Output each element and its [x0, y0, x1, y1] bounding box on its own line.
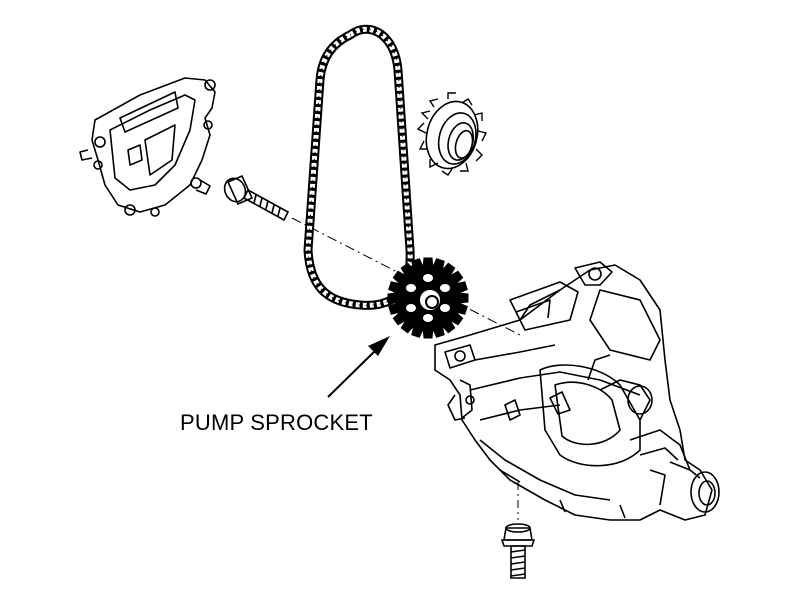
arrow-icon — [327, 336, 390, 398]
oil-pump-housing — [434, 261, 720, 521]
pump-sprocket-label: PUMP SPROCKET — [180, 410, 373, 435]
chain-guide-cover — [79, 77, 216, 217]
pump-sprocket — [387, 257, 469, 339]
mounting-bolt-bottom — [500, 523, 536, 579]
crankshaft-sprocket — [416, 92, 488, 176]
mounting-bolt-left — [223, 174, 290, 222]
timing-chain — [303, 24, 415, 310]
